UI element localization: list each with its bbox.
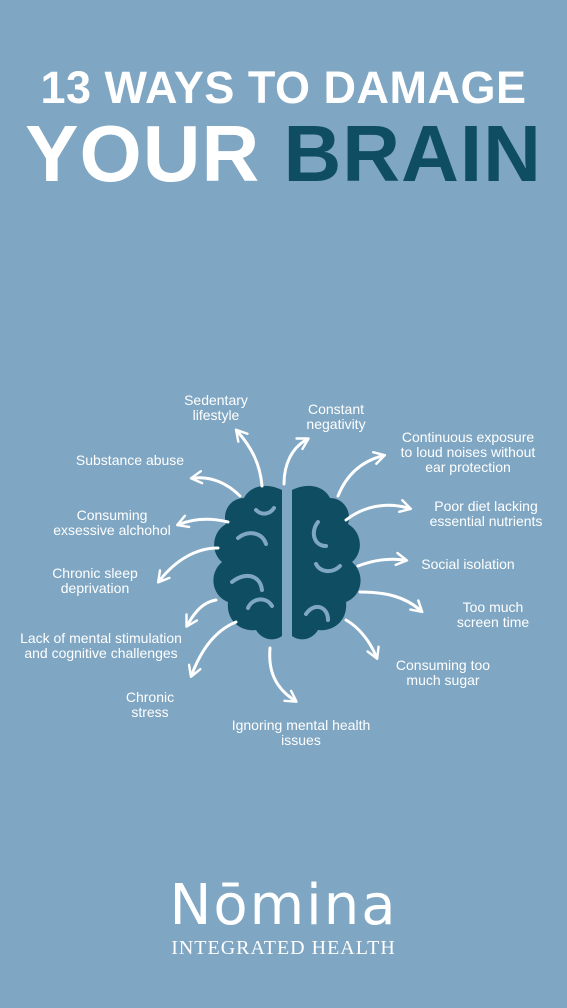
arrow-stress (187, 620, 238, 678)
arrow-negativity (282, 437, 310, 486)
brand-tagline: INTEGRATED HEALTH (171, 937, 396, 959)
arrow-screen (358, 590, 424, 614)
arrow-sugar (344, 618, 380, 660)
brand-logo-name: Nōmina (169, 873, 398, 938)
title-line-2: YOUR BRAIN (0, 110, 567, 198)
arrow-mental-stim (185, 598, 218, 628)
arrow-alcohol (175, 514, 230, 529)
arrow-ignoring (268, 646, 298, 703)
title-line-1: 13 WAYS TO DAMAGE (40, 62, 527, 113)
arrow-diet (344, 499, 413, 522)
label-social-isolation: Social isolation (421, 556, 515, 572)
title-brain: BRAIN (283, 109, 542, 198)
arrow-sleep (156, 546, 220, 584)
arrow-sedentary (234, 428, 264, 488)
arrows (156, 428, 424, 703)
arrow-noise (336, 450, 387, 498)
label-substance-abuse: Substance abuse (75, 452, 185, 468)
brain-icon (213, 485, 361, 640)
arrow-substance (189, 470, 242, 498)
arrow-social (356, 551, 409, 568)
title-your: YOUR (25, 109, 261, 198)
